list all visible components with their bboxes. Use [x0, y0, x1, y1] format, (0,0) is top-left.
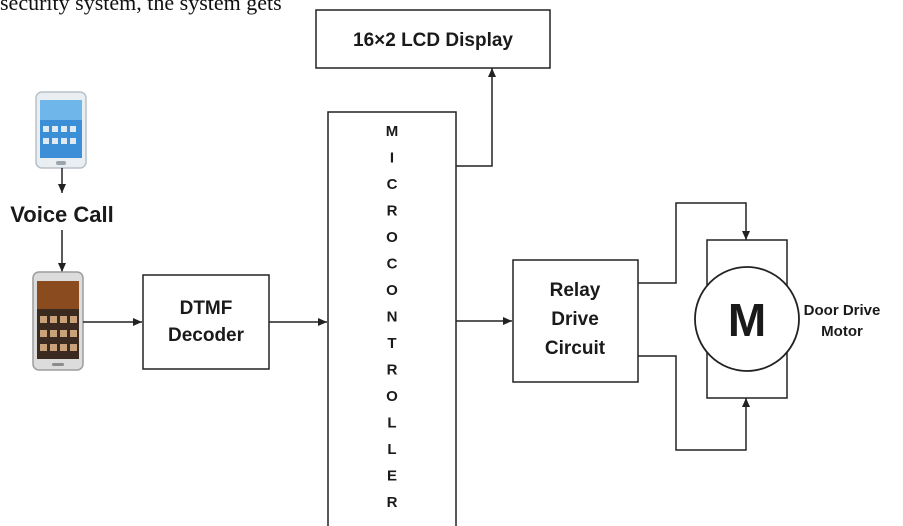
lcd-label: 16×2 LCD Display [353, 30, 513, 51]
microcontroller-letter: O [386, 229, 398, 246]
door-drive-motor-label-line2: Motor [821, 323, 863, 340]
voice-call-label: Voice Call [10, 202, 114, 227]
microcontroller-letter: L [387, 415, 396, 432]
microcontroller-letter: C [387, 176, 398, 193]
microcontroller-letter: T [387, 335, 396, 352]
microcontroller-letter: M [386, 123, 399, 140]
door-drive-motor-label-line1: Door Drive [804, 302, 881, 319]
microcontroller-letter: R [387, 494, 398, 511]
document-text-fragment: security system, the system gets [0, 0, 282, 15]
motor-symbol-label: M [728, 294, 766, 346]
smartphone-icon [35, 91, 87, 169]
relay-label-line2: Drive [551, 309, 599, 330]
microcontroller-letter: E [387, 468, 397, 485]
relay-label-line1: Relay [550, 280, 601, 301]
arrow-mcu-to-lcd [456, 68, 496, 167]
microcontroller-letter: O [386, 388, 398, 405]
microcontroller-letter: O [386, 282, 398, 299]
dtmf-label-line2: Decoder [168, 325, 245, 346]
dtmf-label-line1: DTMF [180, 298, 233, 319]
microcontroller-letter: C [387, 256, 398, 273]
wire-relay-to-motor-top [638, 202, 750, 284]
microcontroller-block [327, 111, 457, 526]
relay-drive-block [512, 259, 639, 383]
wire-relay-to-motor-bottom [638, 355, 750, 451]
microcontroller-letter: L [387, 441, 396, 458]
microcontroller-letter: R [387, 203, 398, 220]
microcontroller-letter: N [387, 309, 398, 326]
dtmf-decoder-block [142, 274, 270, 370]
lcd-display-block [315, 9, 551, 69]
microcontroller-letter: I [390, 150, 394, 167]
relay-label-line3: Circuit [545, 338, 606, 359]
smartphone-icon [32, 271, 84, 371]
motor-symbol-circle [694, 266, 800, 372]
microcontroller-letter: R [387, 362, 398, 379]
